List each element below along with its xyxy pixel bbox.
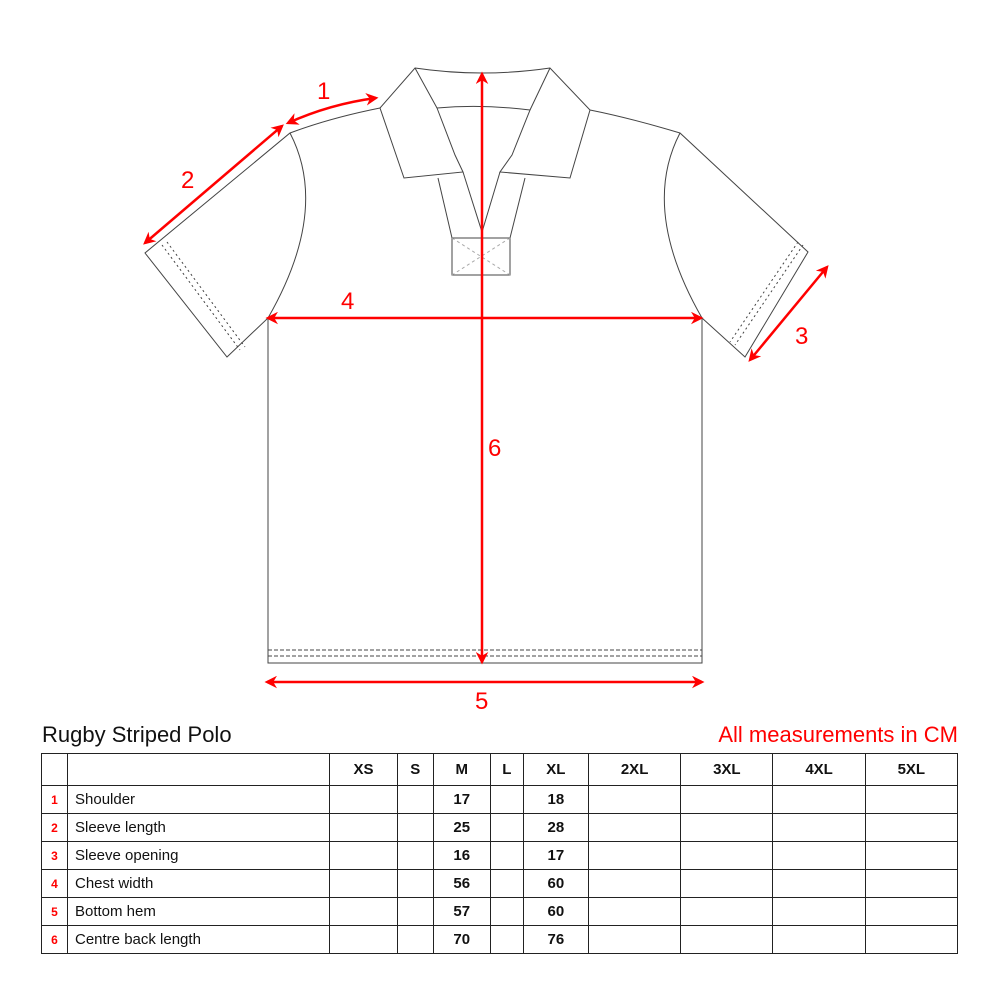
measurement-value (864, 785, 959, 814)
measurement-value: 70 (432, 925, 491, 954)
size-header: L (489, 753, 524, 786)
measurement-value (680, 925, 774, 954)
measurement-value (680, 869, 774, 898)
label-2: 2 (181, 167, 194, 194)
label-4: 4 (341, 288, 354, 315)
measurement-value (772, 785, 866, 814)
size-header: 2XL (587, 753, 682, 786)
measurement-value (329, 785, 398, 814)
row-number: 3 (41, 841, 68, 870)
label-3: 3 (795, 323, 808, 350)
measurement-value (329, 841, 398, 870)
measure-arrows (143, 71, 829, 689)
measurement-value (396, 785, 434, 814)
header-cell (41, 753, 68, 786)
measurement-value (396, 813, 434, 842)
measurement-value (396, 897, 434, 926)
measurement-value (329, 869, 398, 898)
size-header: 4XL (772, 753, 866, 786)
measurement-value: 16 (432, 841, 491, 870)
size-header: XL (522, 753, 589, 786)
measurement-value: 76 (522, 925, 589, 954)
label-6: 6 (488, 435, 501, 462)
measurement-value (587, 813, 682, 842)
measurement-value (680, 813, 774, 842)
measurement-value (864, 925, 959, 954)
measurement-value: 56 (432, 869, 491, 898)
measurement-value: 17 (432, 785, 491, 814)
measurement-value (772, 869, 866, 898)
size-header: S (396, 753, 434, 786)
measurement-value (864, 897, 959, 926)
row-number: 1 (41, 785, 68, 814)
measurement-value (396, 869, 434, 898)
measurement-value: 17 (522, 841, 589, 870)
size-header: 3XL (680, 753, 774, 786)
measurement-value (396, 925, 434, 954)
row-number: 4 (41, 869, 68, 898)
measurement-value (864, 869, 959, 898)
measurement-value (489, 841, 524, 870)
measurement-value (489, 869, 524, 898)
measurement-value (680, 897, 774, 926)
row-number: 6 (41, 925, 68, 954)
label-5: 5 (475, 688, 488, 715)
size-header: 5XL (864, 753, 959, 786)
units-note: All measurements in CM (718, 722, 958, 747)
measurement-value: 25 (432, 813, 491, 842)
measurement-value: 60 (522, 897, 589, 926)
polo-diagram: 1 2 3 4 5 6 (143, 67, 829, 715)
measurement-value (772, 841, 866, 870)
measurement-value (329, 813, 398, 842)
measurement-value (587, 869, 682, 898)
measurement-name: Shoulder (67, 785, 330, 814)
row-number: 5 (41, 897, 68, 926)
size-header: M (432, 753, 491, 786)
measurement-value (489, 897, 524, 926)
measurement-value (329, 925, 398, 954)
measurement-value: 28 (522, 813, 589, 842)
header-cell (67, 753, 330, 786)
measurement-name: Chest width (67, 869, 330, 898)
measurement-name: Bottom hem (67, 897, 330, 926)
measurement-value (680, 841, 774, 870)
measurement-name: Centre back length (67, 925, 330, 954)
measurement-value: 18 (522, 785, 589, 814)
measurement-value: 57 (432, 897, 491, 926)
measurement-name: Sleeve length (67, 813, 330, 842)
measurement-value (587, 925, 682, 954)
row-number: 2 (41, 813, 68, 842)
measurement-name: Sleeve opening (67, 841, 330, 870)
measurement-value (587, 897, 682, 926)
measurement-value (772, 897, 866, 926)
measurement-value (489, 925, 524, 954)
measurement-value: 60 (522, 869, 589, 898)
label-1: 1 (317, 78, 330, 105)
size-header: XS (329, 753, 398, 786)
measurement-value (864, 841, 959, 870)
measurement-value (489, 813, 524, 842)
measurement-value (489, 785, 524, 814)
measurement-value (772, 813, 866, 842)
measurement-value (587, 841, 682, 870)
measurement-value (587, 785, 682, 814)
product-title: Rugby Striped Polo (42, 722, 232, 747)
measurement-value (396, 841, 434, 870)
measurement-value (680, 785, 774, 814)
measurement-value (329, 897, 398, 926)
measurement-value (864, 813, 959, 842)
measurement-value (772, 925, 866, 954)
